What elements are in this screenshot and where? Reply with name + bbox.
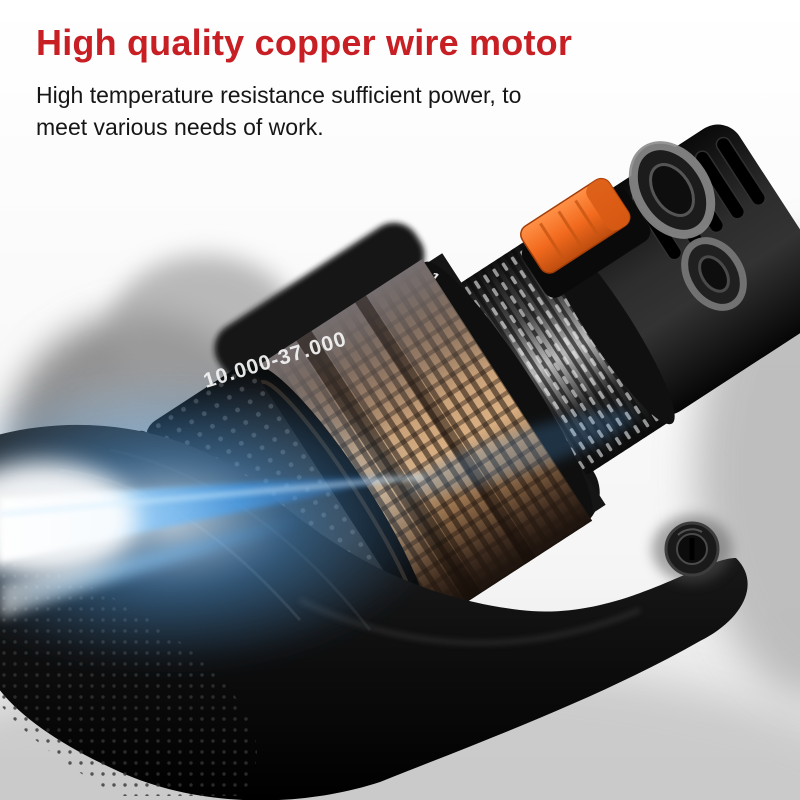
page-title: High quality copper wire motor (36, 22, 573, 63)
light-hotspot (0, 462, 137, 578)
blue-light-streak (0, 370, 635, 670)
header: High quality copper wire motor High temp… (36, 22, 756, 143)
subtitle-line-2: meet various needs of work. (36, 113, 324, 140)
bearing-rings (628, 141, 747, 311)
page-subtitle: High temperature resistance sufficient p… (36, 80, 756, 143)
upper-shell (214, 222, 425, 382)
subtitle-line-1: High temperature resistance sufficient p… (36, 82, 522, 108)
screw-cap (652, 515, 732, 583)
orange-switch (520, 177, 651, 298)
winding-band (355, 295, 536, 565)
